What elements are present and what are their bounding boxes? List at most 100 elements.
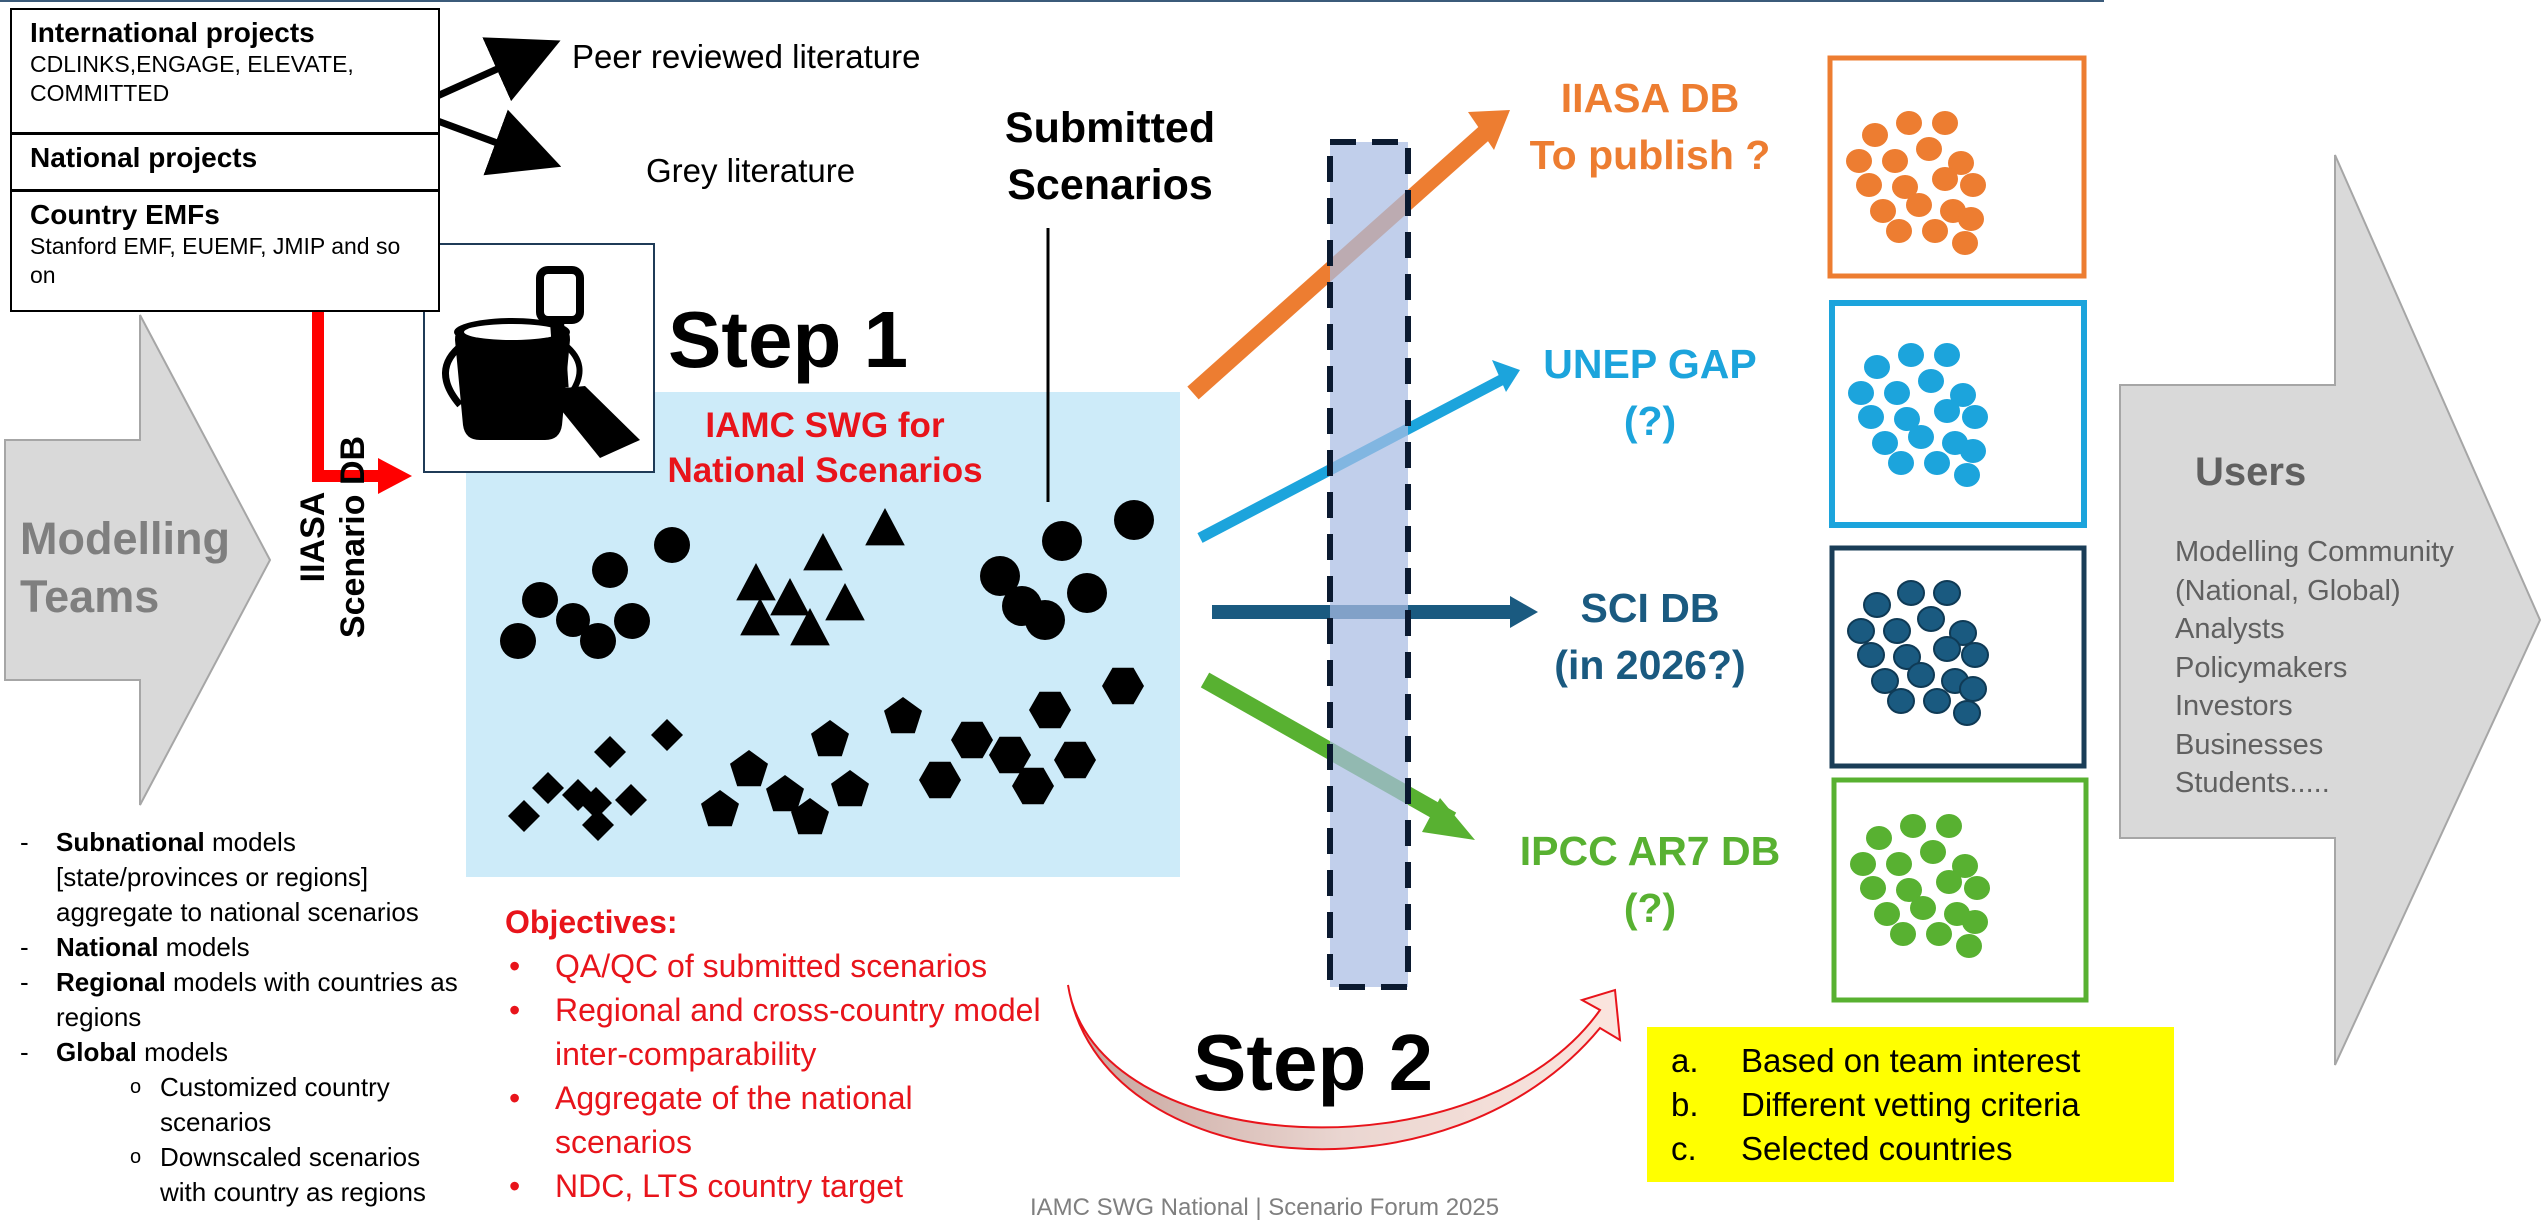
submitted-line1: Submitted [1004,104,1216,152]
criteria-letter: c. [1671,1130,1697,1167]
scenario-dot [1922,219,1948,243]
scenario-dot [1960,173,1986,197]
scenario-dot [1893,644,1921,670]
criteria-text: Different vetting criteria [1741,1086,2080,1123]
model-type-global: Global models [20,1035,460,1070]
scenario-pentagon [884,697,922,734]
scenario-dot [1848,381,1874,405]
international-projects-title: International projects [30,17,315,48]
scenario-dot [1933,580,1961,606]
scenario-dot [1856,173,1882,197]
scenario-diamond [615,784,647,816]
scenario-circle [592,552,628,588]
scenario-db-line2: Scenario DB [334,435,372,639]
user-item: (National, Global) [2175,574,2401,607]
model-type-subnational: Subnational models [state/provinces or r… [20,825,460,930]
scenario-dot [1949,620,1977,646]
scenario-triangle [736,563,776,601]
scenario-hexagon [1012,767,1054,805]
scenario-dot [1900,814,1926,838]
scenario-dot [1932,167,1958,191]
scenario-dot [1860,876,1886,900]
scenario-dot [1910,896,1936,920]
scenario-shapes [500,500,1154,841]
scenario-pentagon [811,720,849,757]
scenario-hexagon [989,736,1031,774]
criteria-item: b.Different vetting criteria [1671,1083,2150,1127]
country-emfs-box: Country EMFs Stanford EMF, EUEMF, JMIP a… [10,190,440,312]
scenario-dot [1870,199,1896,223]
model-type-regional: Regional models with countries as region… [20,965,460,1035]
user-item: Modelling Community [2175,536,2454,568]
bucket-and-spade-icon [442,266,640,458]
swg-label: IAMC SWG for National Scenarios [640,403,1010,493]
iiasa-db-line2: To publish ? [1529,132,1771,178]
scenario-circle [1042,521,1082,561]
scenario-dot [1907,662,1935,688]
modelling-teams-label: Modelling Teams [20,510,230,626]
modelling-teams-arrow [4,314,272,806]
scenario-dot [1908,425,1934,449]
users-title: Users [2195,450,2307,494]
scenario-circle [654,527,690,563]
global-rest: models [136,1037,228,1067]
iiasa-db-line1: IIASA DB [1560,75,1740,121]
scenario-dot [1874,902,1900,926]
arrow-to-peer-literature [433,37,561,102]
country-emfs-title: Country EMFs [30,199,220,230]
scenario-diamond [651,719,683,751]
scenario-dot [1934,343,1960,367]
user-item: Investors [2175,690,2293,722]
criteria-text: Based on team interest [1741,1042,2081,1079]
scenario-dot [1898,343,1924,367]
scenario-dot [1936,870,1962,894]
scenario-dot [1896,878,1922,902]
scenario-dot [1892,175,1918,199]
model-type-national: National models [20,930,460,965]
scenario-dot [1871,668,1899,694]
criteria-item: a. Based on team interest [1671,1039,2150,1083]
swg-line1: IAMC SWG for [705,406,945,445]
international-projects-list: CDLINKS,ENGAGE, ELEVATE, COMMITTED [30,51,354,106]
scenario-dot [1906,193,1932,217]
scenario-circle [500,623,536,659]
scenario-circle [1025,600,1065,640]
scenario-dot [1862,123,1888,147]
scenario-hexagon [951,721,993,759]
national-rest: models [158,932,250,962]
model-type-customized: Customized country scenarios [20,1070,460,1140]
scenario-triangle [770,578,810,616]
criteria-box: a. Based on team interest b.Different vet… [1647,1027,2174,1182]
scenario-pentagon [701,790,739,827]
ipcc-db-line2: (?) [1623,885,1677,931]
national-projects-title: National projects [30,142,258,173]
scenario-dot [1936,814,1962,838]
scenario-triangle [740,598,780,636]
scenario-dot [1864,355,1890,379]
scenario-pentagon [766,775,804,812]
step1-title: Step 1 [668,295,909,384]
criteria-letter: a. [1671,1042,1699,1079]
scenario-dot [1897,580,1925,606]
scenario-dot [1884,381,1910,405]
scenario-dot [1894,407,1920,431]
scenario-circle [580,623,616,659]
unep-gap-line2: (?) [1623,398,1677,444]
scenario-hexagon [919,761,961,799]
scenario-circle [1067,573,1107,613]
submitted-line2: Scenarios [1007,161,1213,209]
subnational-rest: models [state/provinces or regions] aggr… [56,827,419,927]
user-item: Students..... [2175,767,2330,799]
ipcc-db-line1: IPCC AR7 DB [1519,828,1781,874]
modelling-teams-line2: Teams [20,571,160,622]
scenario-dot [1863,592,1891,618]
scenario-triangle [825,583,865,621]
scenario-dot [1954,463,1980,487]
scenario-diamond [580,787,612,819]
scenario-dot [1926,922,1952,946]
scenario-diamond [582,809,614,841]
submitted-scenarios-label: Submitted Scenarios [960,100,1260,214]
scenario-dot [1961,642,1989,668]
swg-line2: National Scenarios [667,451,983,490]
footer-text: IAMC SWG National | Scenario Forum 2025 [1030,1194,1500,1221]
